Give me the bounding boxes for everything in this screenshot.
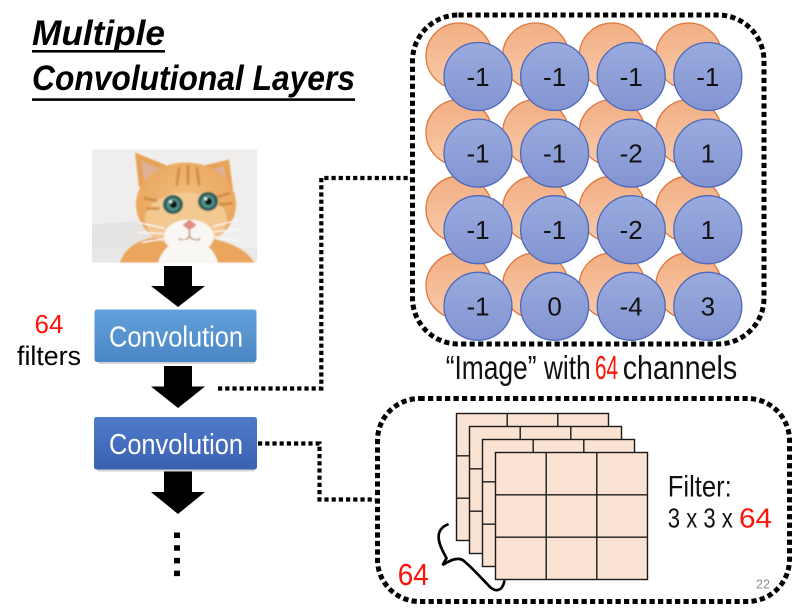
svg-text:-1: -1 (696, 62, 719, 92)
svg-text:-1: -1 (466, 215, 489, 245)
svg-text:-1: -1 (466, 292, 489, 322)
svg-text:1: 1 (701, 215, 715, 245)
svg-text:Convolution: Convolution (109, 429, 243, 461)
svg-text:filters: filters (17, 341, 81, 371)
svg-text:64: 64 (739, 503, 772, 534)
svg-text:1: 1 (701, 138, 715, 168)
svg-text:-2: -2 (620, 215, 643, 245)
svg-text:-1: -1 (466, 62, 489, 92)
svg-text:-1: -1 (543, 138, 566, 168)
svg-text:-1: -1 (543, 62, 566, 92)
svg-text:“Image” with: “Image” with (446, 350, 591, 387)
svg-text:Filter:: Filter: (668, 471, 732, 504)
svg-text:64: 64 (595, 350, 618, 387)
svg-text:3 x 3 x: 3 x 3 x (668, 503, 733, 534)
svg-text:-1: -1 (620, 62, 643, 92)
svg-text:3: 3 (701, 292, 715, 322)
svg-text:-2: -2 (620, 138, 643, 168)
svg-text:-1: -1 (543, 215, 566, 245)
svg-text:-4: -4 (620, 292, 643, 322)
svg-text:Convolution: Convolution (109, 322, 243, 354)
svg-text:64: 64 (398, 557, 429, 592)
svg-text:-1: -1 (466, 138, 489, 168)
svg-text:Convolutional Layers: Convolutional Layers (32, 59, 355, 98)
svg-text:0: 0 (547, 292, 561, 322)
svg-text:64: 64 (35, 309, 64, 339)
svg-text:Multiple: Multiple (32, 14, 165, 53)
svg-text:22: 22 (756, 578, 770, 592)
svg-text:channels: channels (623, 350, 738, 387)
